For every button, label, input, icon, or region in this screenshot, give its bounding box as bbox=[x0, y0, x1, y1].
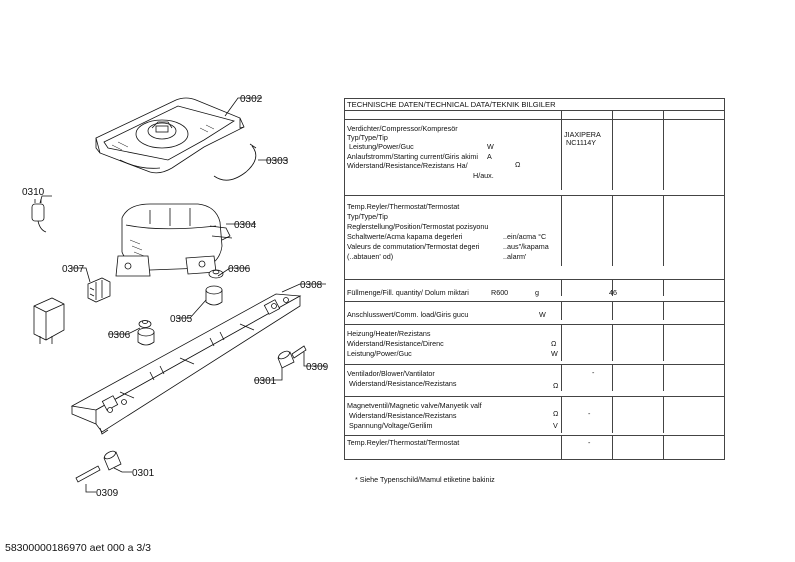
thermostat2-value: - bbox=[588, 438, 591, 447]
heater-row: Heizung/Heater/Rezistans Widerstand/Resi… bbox=[345, 324, 724, 361]
valve-resistance-unit: Ω bbox=[553, 409, 559, 418]
compressor-current-label: Anlaufstromm/Starting current/Giris akim… bbox=[347, 152, 479, 161]
part-label-0304: 0304 bbox=[234, 220, 257, 231]
fill-quantity-unit: g bbox=[535, 288, 539, 297]
table-title-row: TECHNISCHE DATEN/TECHNICAL DATA/TEKNIK B… bbox=[345, 99, 724, 109]
compressor-part[interactable] bbox=[115, 203, 233, 277]
damper-part[interactable] bbox=[205, 285, 223, 306]
connection-load-label: Anschlusswert/Comm. load/Giris gucu bbox=[347, 310, 469, 319]
fill-quantity-row: Füllmenge/Fill. quantity/ Dolum miktari … bbox=[345, 279, 724, 297]
pin-part-right[interactable] bbox=[291, 345, 307, 359]
grommet-part-lower[interactable] bbox=[138, 320, 152, 328]
thermostat-position-label: Reglerstellung/Position/Termostat pozisy… bbox=[347, 222, 489, 231]
table-spacer-row bbox=[345, 110, 724, 120]
compressor-data-row: Verdichter/Compressor/Kompresör Typ/Type… bbox=[345, 119, 724, 190]
thermostat-type-label: Typ/Type/Tip bbox=[347, 212, 388, 221]
valve-value: - bbox=[588, 409, 591, 418]
part-label-0305: 0305 bbox=[170, 314, 193, 325]
blower-label: Ventilador/Blower/Vantilator bbox=[347, 369, 435, 378]
compressor-power-label: Leistung/Power/Guc bbox=[349, 142, 414, 151]
compressor-base-plate-part[interactable] bbox=[70, 293, 302, 435]
blower-value: - bbox=[592, 368, 595, 377]
blower-row: Ventilador/Blower/Vantilator Widerstand/… bbox=[345, 364, 724, 391]
technical-data-table: TECHNISCHE DATEN/TECHNICAL DATA/TEKNIK B… bbox=[344, 98, 725, 460]
compressor-current-unit: A bbox=[487, 152, 492, 161]
compressor-resistance-unit: Ω bbox=[515, 160, 521, 169]
thermostat-alarm-label: ..alarm' bbox=[503, 252, 527, 261]
thermostat-label: Temp.Reyler/Thermostat/Termostat bbox=[347, 202, 460, 211]
fill-quantity-label: Füllmenge/Fill. quantity/ Dolum miktari bbox=[347, 288, 469, 297]
part-label-0302: 0302 bbox=[240, 94, 263, 105]
start-capacitor-part[interactable] bbox=[31, 199, 47, 233]
thermostat-on-label: ..ein/acma °C bbox=[503, 232, 547, 241]
thermostat2-label: Temp.Reyler/Thermostat/Termostat bbox=[347, 438, 460, 447]
compressor-label: Verdichter/Compressor/Kompresör bbox=[347, 124, 458, 133]
sleeve-part-right[interactable] bbox=[277, 350, 295, 369]
part-label-0310: 0310 bbox=[22, 187, 45, 198]
part-label-0309-right: 0309 bbox=[306, 362, 329, 373]
part-label-0306-upper: 0306 bbox=[228, 264, 251, 275]
part-label-0306-lower: 0306 bbox=[108, 330, 131, 341]
sleeve-part-bottom[interactable] bbox=[103, 450, 122, 471]
table-title: TECHNISCHE DATEN/TECHNICAL DATA/TEKNIK B… bbox=[347, 100, 556, 109]
valve-label: Magnetventil/Magnetic valve/Manyetik val… bbox=[347, 401, 482, 410]
connection-load-row: Anschlusswert/Comm. load/Giris gucu W bbox=[345, 301, 724, 320]
compressor-tray-part[interactable] bbox=[95, 97, 245, 174]
blower-resistance-unit: Ω bbox=[553, 381, 559, 390]
part-label-0309-bottom: 0309 bbox=[96, 488, 119, 499]
part-label-0303: 0303 bbox=[266, 156, 289, 167]
overload-protector-part[interactable] bbox=[33, 297, 65, 344]
thermostat-data-row: Temp.Reyler/Thermostat/Termostat Typ/Typ… bbox=[345, 195, 724, 266]
part-label-0301-bottom: 0301 bbox=[132, 468, 155, 479]
thermostat-off-label: ..aus"/kapama bbox=[503, 242, 549, 251]
refrigerant-value: R600 bbox=[491, 288, 509, 297]
blower-resistance-label: Widerstand/Resistance/Rezistans bbox=[349, 379, 457, 388]
compressor-power-unit: W bbox=[487, 142, 494, 151]
compressor-aux-label: H/aux. bbox=[473, 171, 494, 180]
valve-voltage-label: Spannung/Voltage/Gerilim bbox=[349, 421, 433, 430]
valve-voltage-unit: V bbox=[553, 421, 558, 430]
connection-load-unit: W bbox=[539, 310, 546, 319]
thermostat-switch-label: Schaltwerte/Acma kapama degerleri bbox=[347, 232, 463, 241]
document-id: 58300000186970 aet 000 a 3/3 bbox=[5, 542, 151, 554]
part-label-0307: 0307 bbox=[62, 264, 85, 275]
heater-power-unit: W bbox=[551, 349, 558, 358]
compressor-type-label: Typ/Type/Tip bbox=[347, 133, 388, 142]
heater-power-label: Leistung/Power/Guc bbox=[347, 349, 412, 358]
pin-part-bottom[interactable] bbox=[75, 465, 101, 483]
compressor-make-value: JIAXIPERA bbox=[564, 130, 601, 139]
valve-resistance-label: Widerstand/Resistance/Rezistans bbox=[349, 411, 457, 420]
part-label-0308: 0308 bbox=[300, 280, 323, 291]
heater-resistance-unit: Ω bbox=[551, 339, 557, 348]
compressor-resistance-label: Widerstand/Resistance/Rezistans Ha/ bbox=[347, 161, 468, 170]
starting-relay-part[interactable] bbox=[87, 277, 111, 303]
grommet-part-upper[interactable] bbox=[208, 269, 224, 279]
damper-part-lower[interactable] bbox=[137, 327, 155, 346]
leader-lines bbox=[39, 97, 326, 493]
heater-label: Heizung/Heater/Rezistans bbox=[347, 329, 431, 338]
thermostat-values-label: Valeurs de commutation/Termostat degeri bbox=[347, 242, 480, 251]
part-label-0301-right: 0301 bbox=[254, 376, 277, 387]
magnetic-valve-row: Magnetventil/Magnetic valve/Manyetik val… bbox=[345, 396, 724, 433]
thermostat2-row: Temp.Reyler/Thermostat/Termostat - bbox=[345, 435, 724, 460]
drain-hose-part[interactable] bbox=[213, 143, 257, 181]
thermostat-defrost-label: (..abtauen' od) bbox=[347, 252, 394, 261]
footnote: * Siehe Typenschild/Mamul etiketine baki… bbox=[355, 475, 495, 484]
heater-resistance-label: Widerstand/Resistance/Direnc bbox=[347, 339, 444, 348]
compressor-model-value: NC1114Y bbox=[566, 138, 597, 147]
fill-quantity-value: 46 bbox=[609, 288, 617, 297]
